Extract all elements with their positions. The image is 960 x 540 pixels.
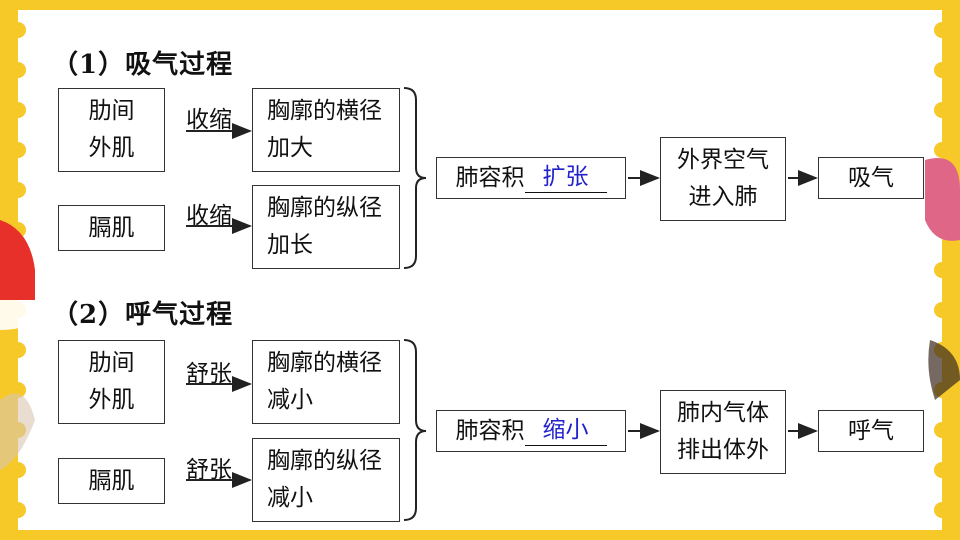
pink-doodle-right — [925, 158, 960, 241]
inhale-lung-answer: 扩张 — [524, 163, 607, 194]
exhale-action1: 舒张 — [186, 361, 232, 387]
exhale-effect1-label: 胸廓的横径减小 — [267, 350, 382, 413]
exhale-muscle1-label: 肋间外肌 — [88, 350, 135, 413]
exhale-muscle-intercostal: 肋间外肌 — [58, 340, 165, 424]
exhale-lung-answer: 缩小 — [524, 416, 607, 447]
inhale-result-label: 吸气 — [848, 164, 894, 191]
inhale-air-flow-label: 外界空气进入肺 — [677, 147, 769, 210]
exhale-action2: 舒张 — [186, 457, 232, 483]
inhale-bracket — [403, 87, 427, 269]
inhale-lung-prefix: 肺容积 — [455, 164, 525, 191]
exhale-bracket — [403, 339, 427, 521]
exhale-title: （2）呼气过程 — [52, 300, 234, 330]
inhale-muscle2-label: 膈肌 — [88, 214, 135, 241]
exhale-effect1: 胸廓的横径减小 — [252, 340, 400, 424]
inhale-effect2: 胸廓的纵径加长 — [252, 185, 400, 269]
exhale-muscle-diaphragm: 膈肌 — [58, 458, 165, 504]
inhale-action1: 收缩 — [186, 107, 232, 133]
inhale-effect1: 胸廓的横径加大 — [252, 88, 400, 172]
exhale-result-label: 呼气 — [848, 417, 894, 444]
exhale-air-flow: 肺内气体排出体外 — [660, 390, 786, 474]
exhale-muscle2-label: 膈肌 — [88, 467, 135, 494]
exhale-effect2: 胸廓的纵径减小 — [252, 438, 400, 522]
exhale-air-flow-label: 肺内气体排出体外 — [677, 400, 769, 463]
inhale-muscle1-label: 肋间外肌 — [88, 98, 135, 161]
exhale-effect2-label: 胸廓的纵径减小 — [267, 448, 382, 511]
exhale-lung-prefix: 肺容积 — [455, 417, 525, 444]
inhale-result: 吸气 — [818, 157, 924, 199]
inhale-action2: 收缩 — [186, 203, 232, 229]
exhale-lung-volume: 肺容积缩小 — [436, 410, 626, 452]
red-decoration-left — [0, 220, 35, 300]
inhale-muscle-diaphragm: 膈肌 — [58, 205, 165, 251]
inhale-title: （1）吸气过程 — [52, 50, 234, 80]
inhale-effect1-label: 胸廓的横径加大 — [267, 98, 382, 161]
inhale-effect2-label: 胸廓的纵径加长 — [267, 195, 382, 258]
inhale-air-flow: 外界空气进入肺 — [660, 137, 786, 221]
exhale-result: 呼气 — [818, 410, 924, 452]
brown-doodle-right — [928, 340, 960, 400]
inhale-lung-volume: 肺容积扩张 — [436, 157, 626, 199]
inhale-muscle-intercostal: 肋间外肌 — [58, 88, 165, 172]
bg-doodle-left — [0, 393, 35, 470]
